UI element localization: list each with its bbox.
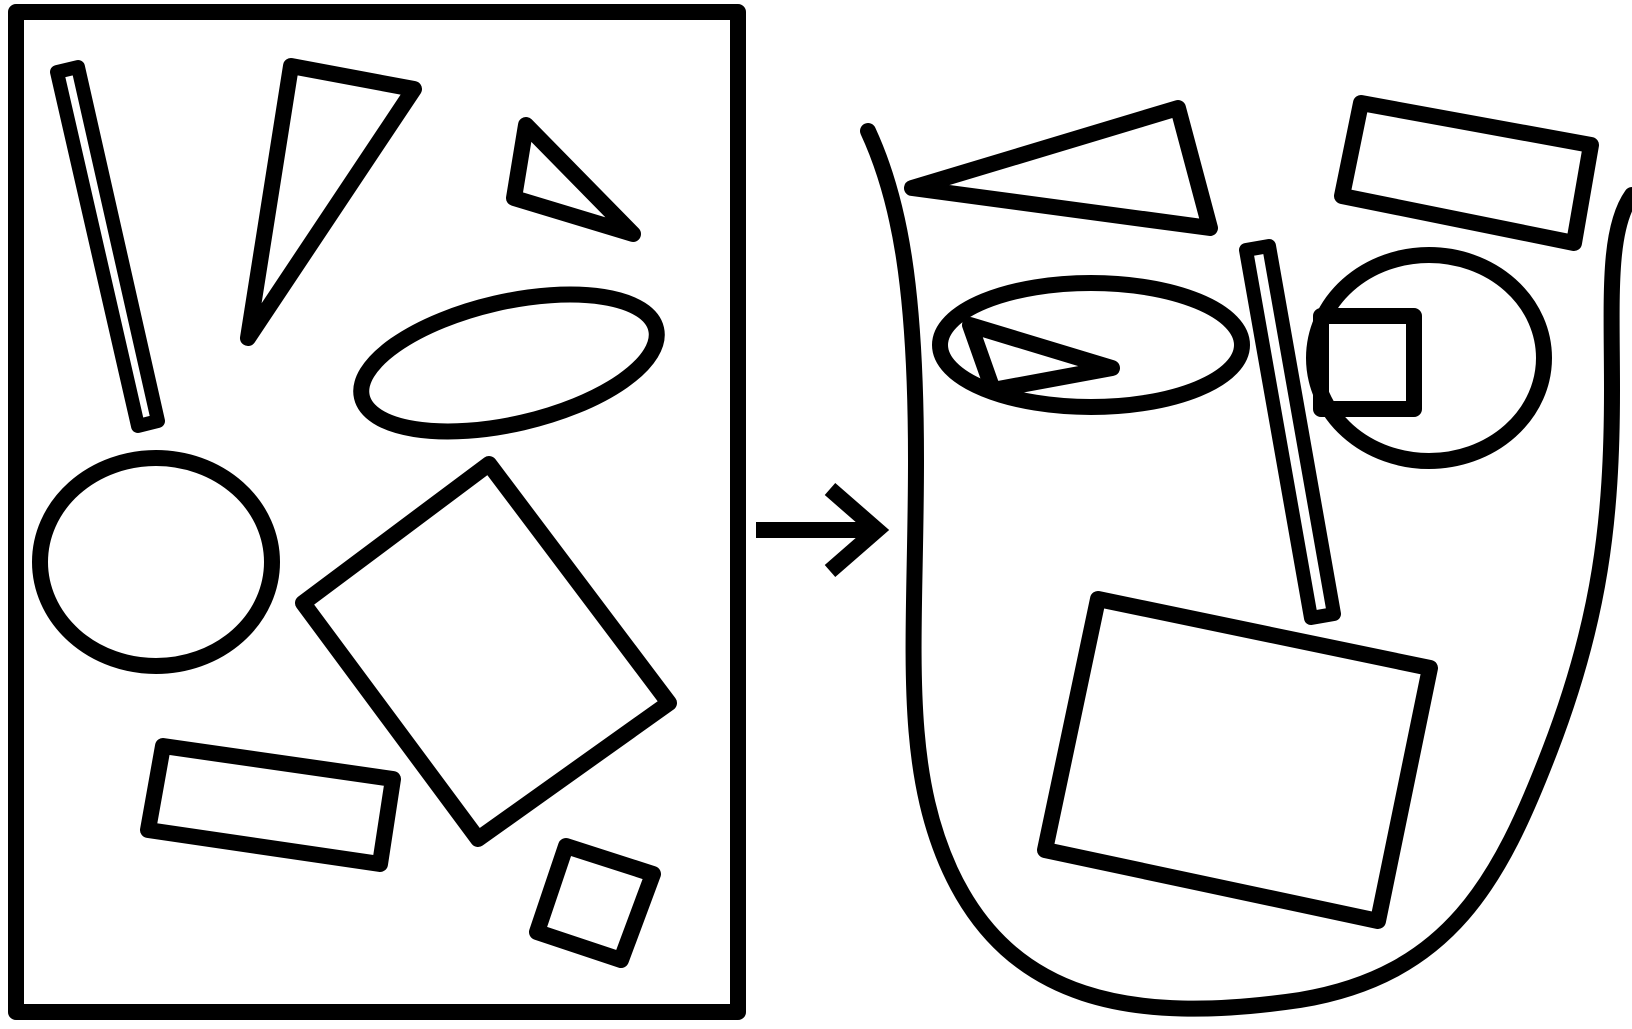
shapes-to-face-diagram — [0, 0, 1632, 1029]
